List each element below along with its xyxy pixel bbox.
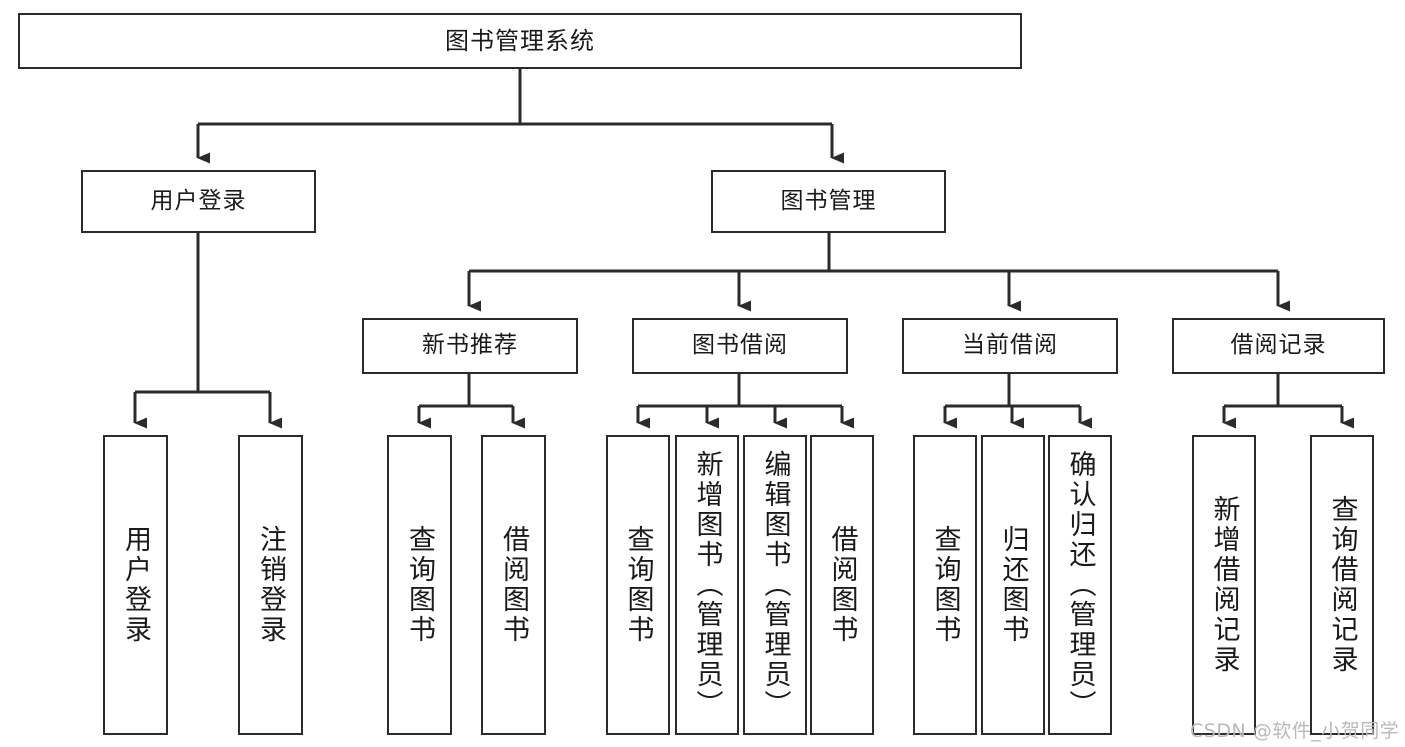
node-new-book-recommend-label: 新书推荐 <box>422 332 518 359</box>
leaf-current-query-book[interactable]: 查询图书 <box>913 435 977 735</box>
node-user-login[interactable]: 用户登录 <box>81 170 316 233</box>
leaf-new-book-query[interactable]: 查询图书 <box>387 435 452 735</box>
leaf-label: 编辑图书（管理员） <box>759 450 791 720</box>
watermark: CSDN @软件_小贺同学 <box>1190 720 1400 742</box>
node-borrow-record-label: 借阅记录 <box>1230 332 1327 359</box>
leaf-record-add[interactable]: 新增借阅记录 <box>1192 435 1256 735</box>
leaf-label: 查询图书 <box>929 525 961 645</box>
leaf-new-book-borrow[interactable]: 借阅图书 <box>481 435 546 735</box>
node-current-borrow-label: 当前借阅 <box>962 332 1058 359</box>
node-book-borrow-label: 图书借阅 <box>692 332 788 359</box>
leaf-label: 借阅图书 <box>498 525 529 645</box>
node-root-label: 图书管理系统 <box>445 26 595 55</box>
leaf-current-return-book[interactable]: 归还图书 <box>981 435 1045 735</box>
leaf-record-query[interactable]: 查询借阅记录 <box>1310 435 1374 735</box>
leaf-current-confirm-return[interactable]: 确认归还（管理员） <box>1048 435 1112 735</box>
leaf-borrow-borrow-book[interactable]: 借阅图书 <box>810 435 874 735</box>
leaf-label: 查询借阅记录 <box>1326 495 1358 675</box>
node-current-borrow[interactable]: 当前借阅 <box>902 318 1118 374</box>
leaf-label: 用户登录 <box>120 525 151 645</box>
leaf-label: 查询图书 <box>404 525 435 645</box>
leaf-label: 新增图书（管理员） <box>691 450 723 720</box>
node-book-borrow[interactable]: 图书借阅 <box>632 318 848 374</box>
leaf-label: 归还图书 <box>997 525 1029 645</box>
leaf-borrow-edit-book[interactable]: 编辑图书（管理员） <box>743 435 807 735</box>
leaf-label: 注销登录 <box>255 525 286 645</box>
node-root[interactable]: 图书管理系统 <box>18 13 1022 69</box>
node-book-management[interactable]: 图书管理 <box>711 170 946 233</box>
leaf-borrow-add-book[interactable]: 新增图书（管理员） <box>675 435 739 735</box>
leaf-user-login-logout[interactable]: 注销登录 <box>238 435 303 735</box>
leaf-label: 确认归还（管理员） <box>1064 450 1096 720</box>
leaf-label: 新增借阅记录 <box>1208 495 1240 675</box>
node-user-login-label: 用户登录 <box>150 187 247 214</box>
node-new-book-recommend[interactable]: 新书推荐 <box>362 318 578 374</box>
node-borrow-record[interactable]: 借阅记录 <box>1172 318 1385 374</box>
leaf-user-login-login[interactable]: 用户登录 <box>103 435 168 735</box>
node-book-management-label: 图书管理 <box>780 187 877 214</box>
leaf-label: 查询图书 <box>622 525 654 645</box>
leaf-label: 借阅图书 <box>826 525 858 645</box>
leaf-borrow-query-book[interactable]: 查询图书 <box>606 435 670 735</box>
